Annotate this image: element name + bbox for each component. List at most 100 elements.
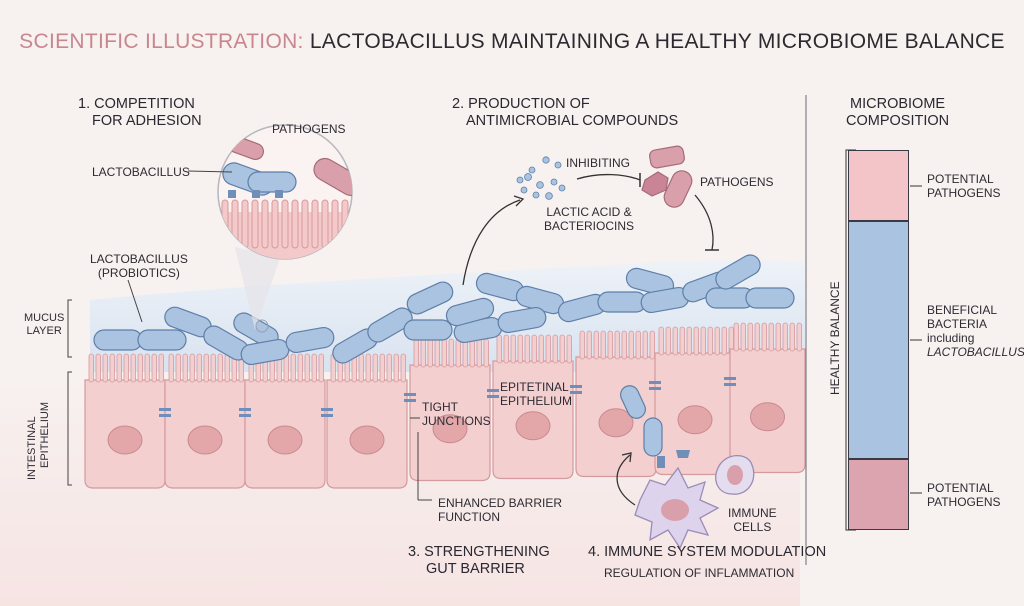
microvillus — [182, 353, 188, 383]
microvillus — [372, 353, 378, 383]
microvillus — [88, 353, 94, 383]
microvillus — [189, 353, 195, 383]
microvillus — [441, 338, 447, 368]
zoom-microvillus — [261, 199, 269, 249]
tight-junction — [404, 393, 416, 396]
microvillus — [224, 353, 230, 383]
microvillus — [130, 353, 136, 383]
microvillus — [311, 353, 317, 383]
microvillus — [707, 326, 713, 356]
tight-junction — [321, 408, 333, 411]
tight-junction — [159, 408, 171, 411]
microvillus — [203, 353, 209, 383]
cell-nucleus — [598, 408, 634, 438]
microvillus — [665, 326, 671, 356]
lactobacillus-rod — [715, 254, 761, 290]
microvillus — [672, 326, 678, 356]
microvillus — [761, 322, 767, 352]
cell-nucleus — [677, 405, 713, 435]
microvillus — [102, 353, 108, 383]
microvillus — [642, 330, 648, 360]
microvillus — [789, 322, 795, 352]
title-main: LACTOBACILLUS MAINTAINING A HEALTHY MICR… — [309, 30, 1005, 53]
microvillus — [365, 353, 371, 383]
microvillus — [775, 322, 781, 352]
microvillus — [400, 353, 406, 383]
microvillus — [297, 353, 303, 383]
zoom-microvillus — [271, 199, 279, 249]
pathogens-cluster — [641, 145, 693, 208]
microvillus — [559, 334, 565, 364]
microvillus — [531, 334, 537, 364]
microvillus — [614, 330, 620, 360]
zoom-microvillus — [251, 199, 259, 249]
lactobacillus-rod — [497, 306, 547, 334]
zoom-microvillus — [281, 199, 289, 249]
microvillus — [469, 338, 475, 368]
immune-cells-group — [620, 385, 755, 550]
cell-nucleus — [267, 425, 303, 455]
microvillus — [686, 326, 692, 356]
leader-lactobacillus — [187, 170, 233, 173]
microvillus — [151, 353, 157, 383]
microvillus — [123, 353, 129, 383]
microvillus — [168, 353, 174, 383]
bracket-epithelium — [67, 371, 72, 486]
microvillus — [158, 353, 164, 383]
zoom-microvillus — [301, 199, 309, 249]
epithelial-cells — [84, 322, 806, 489]
lactobacillus-bacteria — [93, 254, 795, 366]
lactobacillus-rod — [445, 297, 495, 327]
microvillus — [649, 330, 655, 360]
lactobacillus-rod — [367, 307, 413, 343]
microvillus — [386, 353, 392, 383]
microvillus — [318, 353, 324, 383]
microvillus — [552, 334, 558, 364]
microvillus — [628, 330, 634, 360]
zoom-microvillus — [231, 199, 239, 249]
microvillus — [483, 338, 489, 368]
label-pathogens-zoom: PATHOGENS — [272, 122, 346, 136]
tight-junction — [487, 389, 499, 392]
microvillus — [538, 334, 544, 364]
lactobacillus-rod — [93, 329, 143, 351]
microvillus — [621, 330, 627, 360]
microvillus — [434, 338, 440, 368]
comp-segment-potential-pathogens-top — [848, 150, 909, 221]
microvillus — [754, 322, 760, 352]
microvillus — [137, 353, 143, 383]
zoom-microvillus — [341, 199, 349, 249]
lactobacillus-rod — [137, 329, 187, 351]
zoom-microvillus — [291, 199, 299, 249]
microvillus — [95, 353, 101, 383]
microvillus — [607, 330, 613, 360]
tight-junction — [570, 385, 582, 388]
microvillus — [566, 334, 572, 364]
microvillus — [196, 353, 202, 383]
microvillus — [600, 330, 606, 360]
tight-junction — [649, 387, 661, 390]
microvillus — [796, 322, 802, 352]
label-comp-mid: BENEFICIAL BACTERIA including LACTOBACIL… — [927, 303, 1024, 359]
label-lactobacillus-zoom: LACTOBACILLUS — [92, 165, 190, 179]
label-healthy-balance: HEALTHY BALANCE — [828, 281, 842, 395]
zoom-microvillus — [331, 199, 339, 249]
comp-segment-beneficial-bacteria — [848, 221, 909, 459]
microvillus — [144, 353, 150, 383]
microvillus — [782, 322, 788, 352]
microvillus — [116, 353, 122, 383]
microvillus — [290, 353, 296, 383]
label-probiotics: LACTOBACILLUS(PROBIOTICS) — [90, 252, 188, 280]
arrow-immune — [616, 454, 636, 506]
microvillus — [109, 353, 115, 383]
microvillus — [747, 322, 753, 352]
tight-junction — [404, 399, 416, 402]
